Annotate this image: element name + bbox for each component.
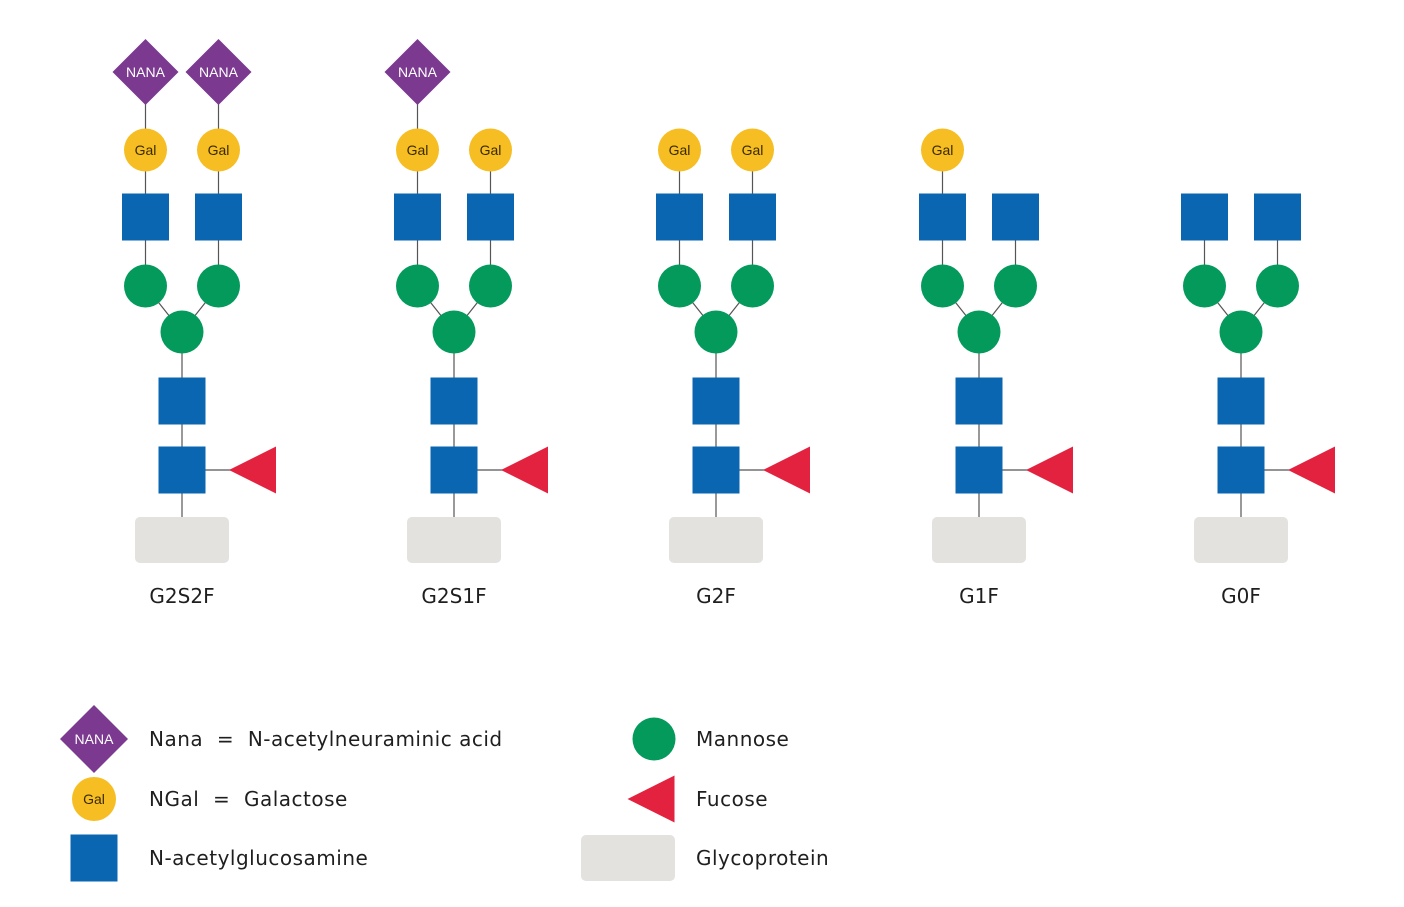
galactose-label: Gal (480, 142, 502, 158)
glycan-label: G1F (959, 584, 999, 608)
galactose-circle (72, 777, 116, 821)
glcnac-square (394, 193, 441, 241)
mannose-circle (731, 264, 774, 308)
glycan-label: G0F (1221, 584, 1261, 608)
mannose-circle (469, 264, 512, 308)
nana-diamond (384, 39, 451, 105)
galactose-label: Gal (669, 142, 691, 158)
mannose-circle (1219, 310, 1263, 354)
fucose-triangle (763, 446, 810, 494)
glcnac-square (158, 446, 206, 494)
mannose-circle (197, 264, 240, 308)
glcnac-square (692, 446, 740, 494)
fucose-triangle (627, 775, 675, 823)
galactose-label: Gal (932, 142, 954, 158)
glcnac-square (1217, 446, 1265, 494)
galactose-circle (731, 128, 774, 172)
galactose-label: Gal (83, 791, 105, 807)
glcnac-square (729, 193, 776, 241)
mannose-circle (921, 264, 964, 308)
fucose-triangle (1026, 446, 1073, 494)
nana-label: NANA (75, 731, 115, 747)
legend-item-nana: NANA Nana = N-acetylneuraminic acid (60, 705, 503, 773)
galactose-circle (469, 128, 512, 172)
glycan-g0f: G0F (1181, 193, 1335, 608)
legend-item-gal: Gal NGal = Galactose (72, 777, 348, 821)
glcnac-square (955, 377, 1003, 425)
glycan-g2s1f: Gal Gal NANA G2S1F (384, 39, 548, 608)
mannose-circle (957, 310, 1001, 354)
mannose-circle (396, 264, 439, 308)
galactose-circle (197, 128, 240, 172)
nana-label: NANA (126, 64, 166, 80)
galactose-label: Gal (135, 142, 157, 158)
glcnac-square (1217, 377, 1265, 425)
glycoprotein-block (581, 835, 675, 881)
glcnac-square (158, 377, 206, 425)
glcnac-square (430, 446, 478, 494)
mannose-circle (1256, 264, 1299, 308)
glcnac-square (919, 193, 966, 241)
mannose-circle (694, 310, 738, 354)
glcnac-square (467, 193, 514, 241)
glycoprotein-block (407, 517, 501, 563)
glcnac-square (656, 193, 703, 241)
mannose-circle (632, 717, 676, 761)
glcnac-square (1181, 193, 1228, 241)
legend-label: NGal = Galactose (149, 787, 348, 811)
glycoprotein-block (932, 517, 1026, 563)
mannose-circle (658, 264, 701, 308)
legend-label: Glycoprotein (696, 846, 829, 870)
glycan-g2s2f: Gal Gal NANA NANA G2S2F (112, 39, 276, 608)
legend-item-mannose: Mannose (632, 717, 789, 761)
glycoprotein-block (1194, 517, 1288, 563)
mannose-circle (1183, 264, 1226, 308)
legend-item-fucose: Fucose (627, 775, 768, 823)
glcnac-square (430, 377, 478, 425)
glcnac-square (122, 193, 169, 241)
nana-diamond (185, 39, 252, 105)
glycoprotein-block (669, 517, 763, 563)
galactose-label: Gal (407, 142, 429, 158)
glcnac-square (692, 377, 740, 425)
mannose-circle (124, 264, 167, 308)
glcnac-square (992, 193, 1039, 241)
fucose-triangle (229, 446, 276, 494)
legend-label: Mannose (696, 727, 789, 751)
galactose-label: Gal (742, 142, 764, 158)
legend-label: Fucose (696, 787, 768, 811)
nana-label: NANA (398, 64, 438, 80)
legend-label: N-acetylglucosamine (149, 846, 368, 870)
glcnac-square (70, 834, 118, 882)
legend-label: Nana = N-acetylneuraminic acid (149, 727, 503, 751)
galactose-circle (396, 128, 439, 172)
legend-item-glcnac: N-acetylglucosamine (70, 834, 368, 882)
galactose-label: Gal (208, 142, 230, 158)
fucose-triangle (1288, 446, 1335, 494)
glycan-label: G2S2F (149, 584, 214, 608)
galactose-circle (921, 128, 964, 172)
nana-diamond (112, 39, 179, 105)
mannose-circle (994, 264, 1037, 308)
glcnac-square (195, 193, 242, 241)
galactose-circle (658, 128, 701, 172)
glcnac-square (1254, 193, 1301, 241)
nana-diamond (60, 705, 128, 773)
fucose-triangle (501, 446, 548, 494)
glycoprotein-block (135, 517, 229, 563)
legend-item-glycoprotein: Glycoprotein (581, 835, 829, 881)
glycan-label: G2F (696, 584, 736, 608)
galactose-circle (124, 128, 167, 172)
mannose-circle (432, 310, 476, 354)
glycan-label: G2S1F (421, 584, 486, 608)
glcnac-square (955, 446, 1003, 494)
nana-label: NANA (199, 64, 239, 80)
mannose-circle (160, 310, 204, 354)
